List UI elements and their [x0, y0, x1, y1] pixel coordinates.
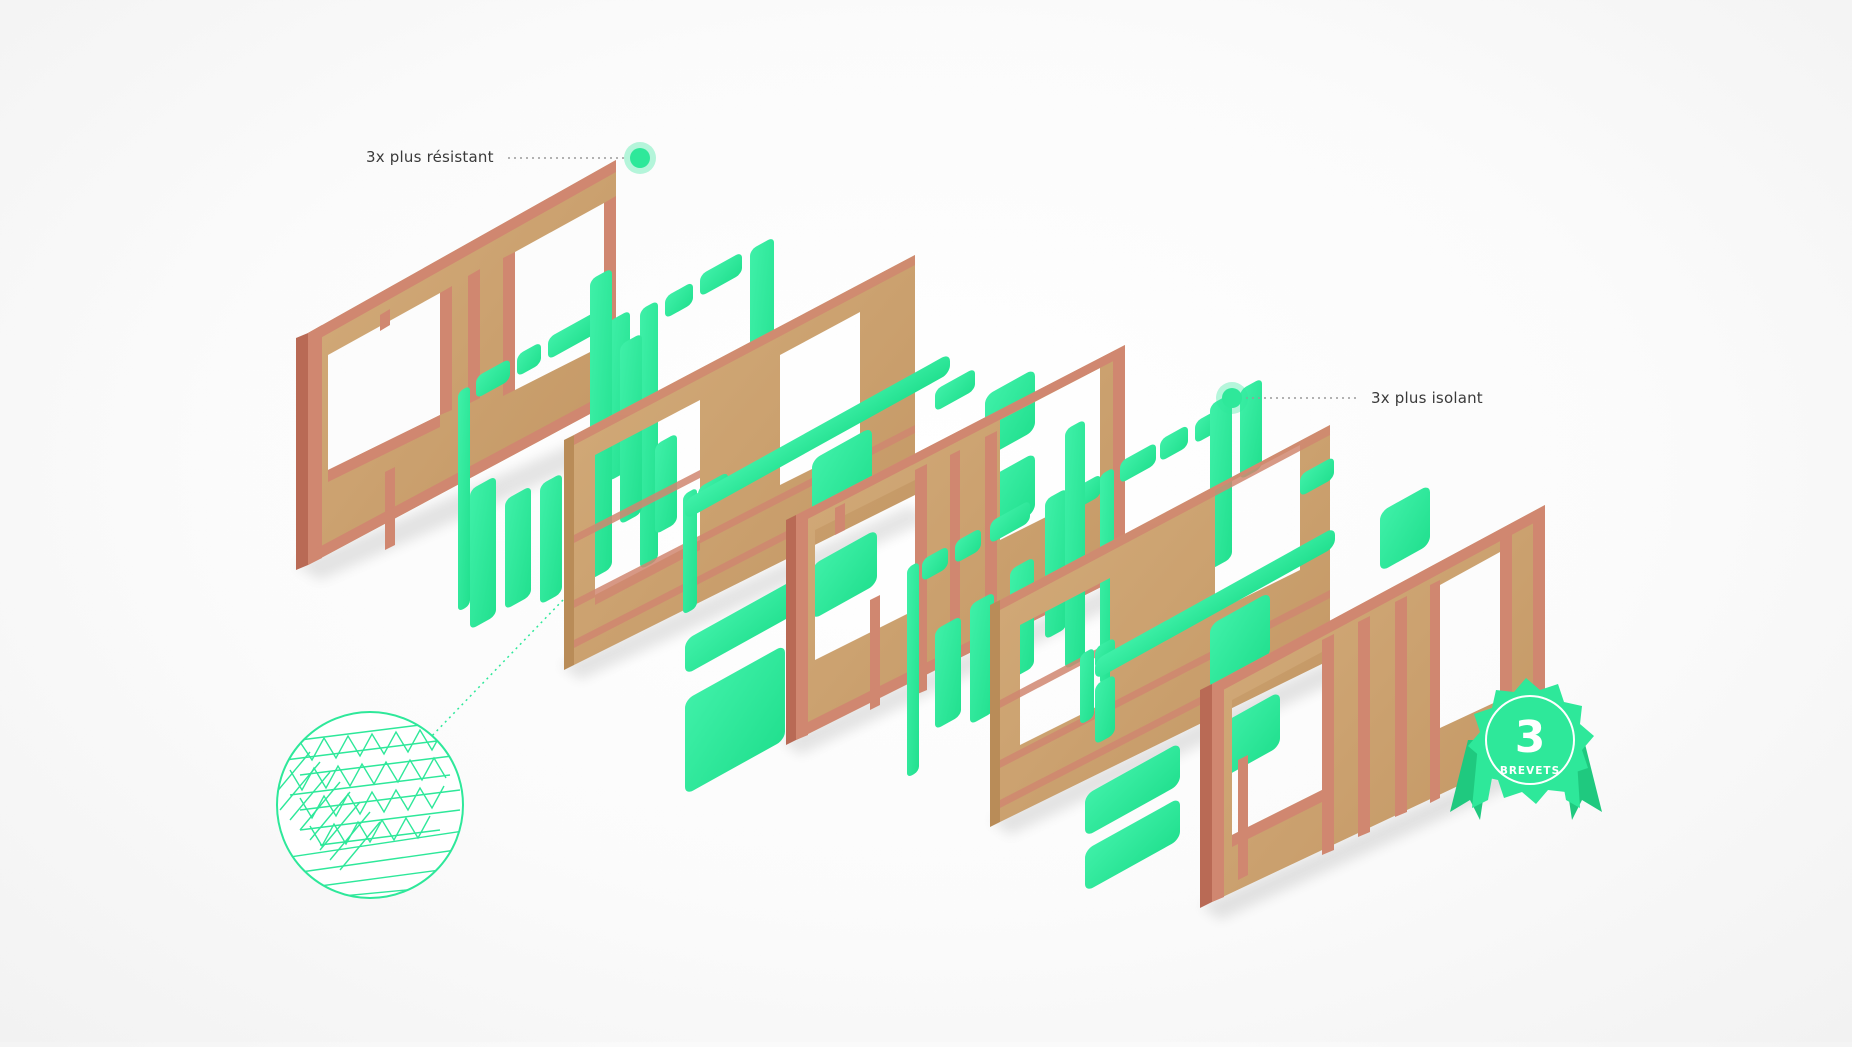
badge-text: BREVETS	[1500, 765, 1560, 777]
callout-resistant	[508, 142, 656, 174]
callout-label-isolant: 3x plus isolant	[1371, 389, 1483, 407]
callout-label-resistant: 3x plus résistant	[366, 148, 494, 166]
patents-badge: 3 BREVETS	[1450, 678, 1602, 820]
badge-number: 3	[1515, 712, 1546, 763]
material-detail-magnifier	[276, 599, 564, 899]
callout-isolant	[1216, 382, 1360, 414]
